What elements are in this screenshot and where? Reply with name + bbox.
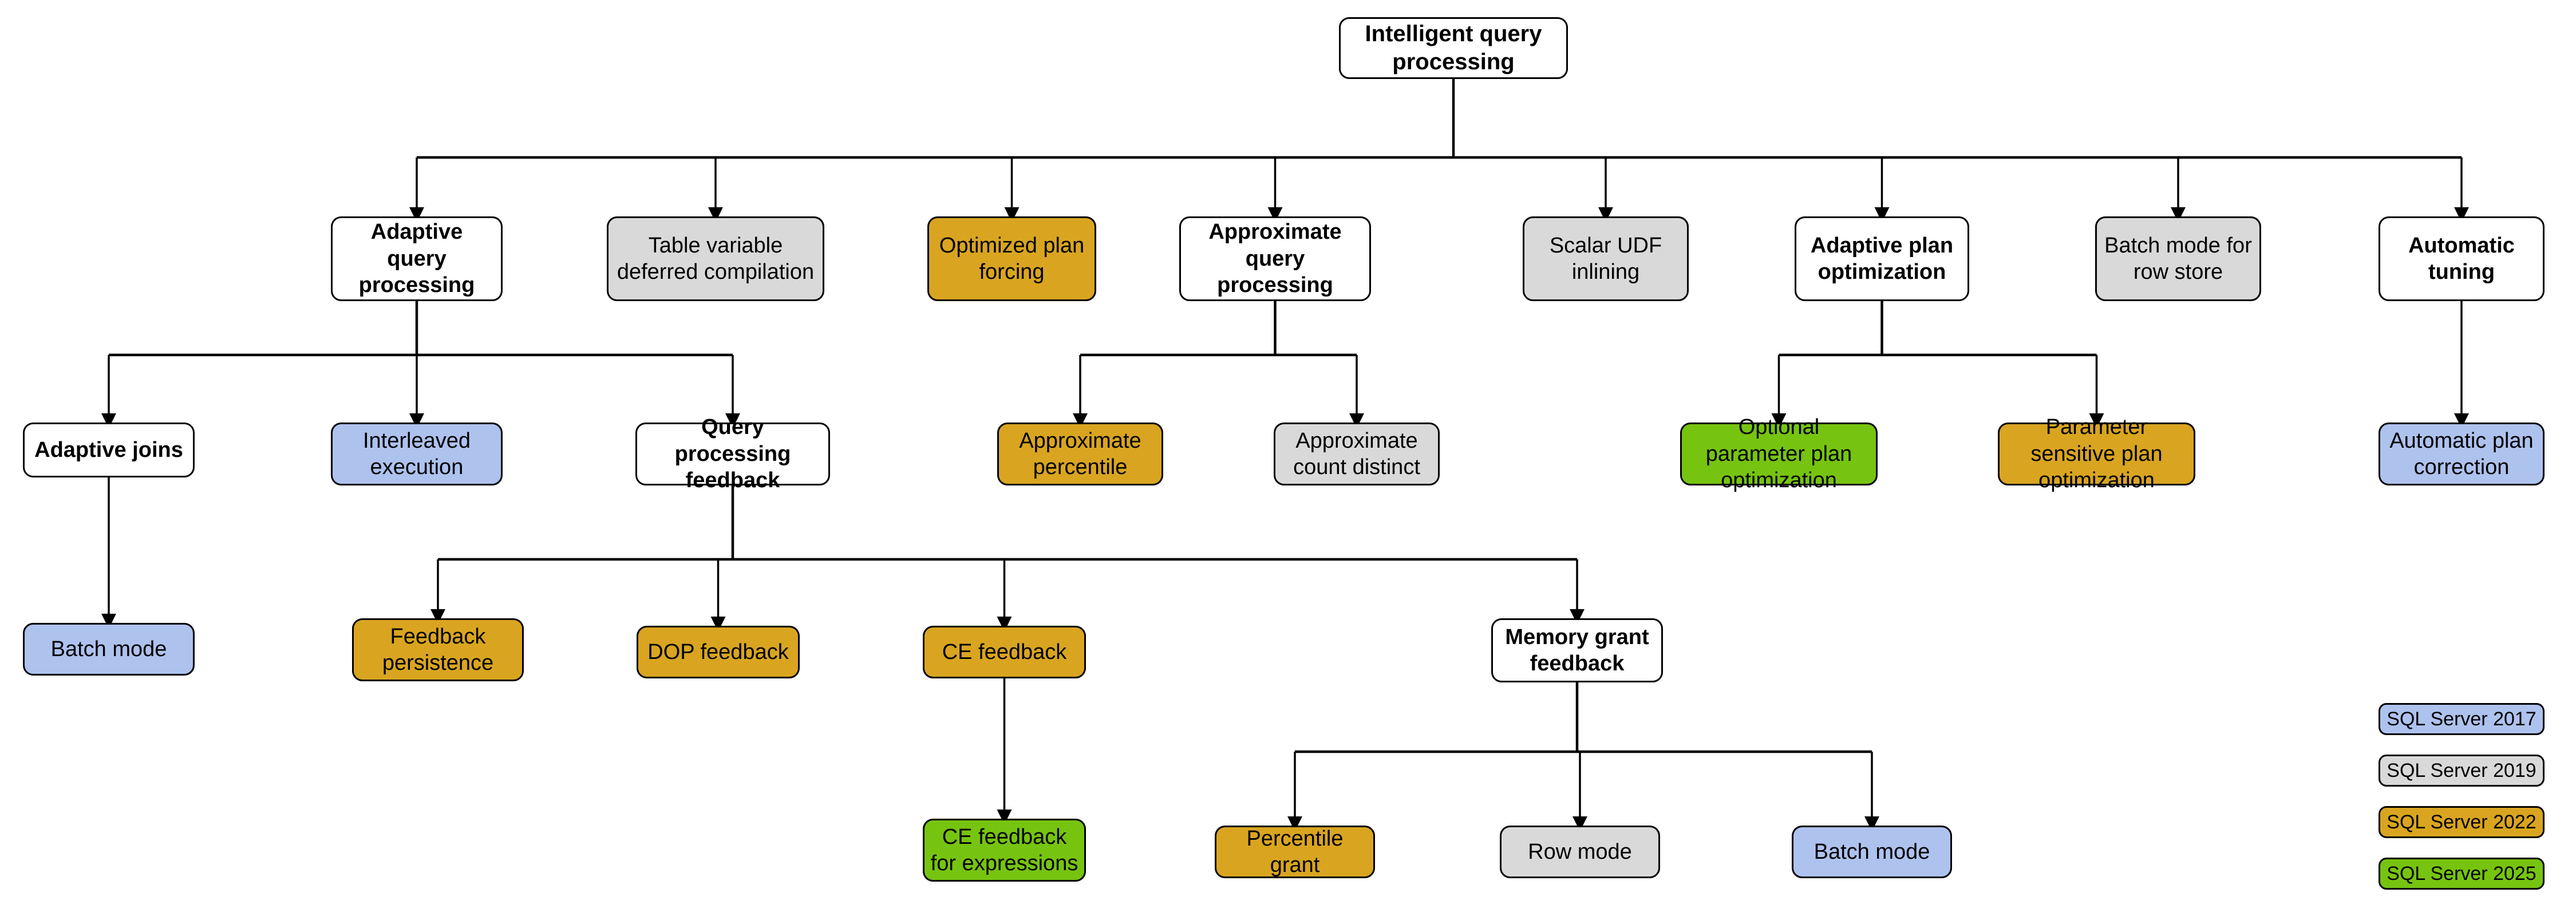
node-pctgrant[interactable]: Percentile grant (1215, 826, 1375, 878)
node-appct[interactable]: Approximate percentile (997, 423, 1163, 485)
node-root[interactable]: Intelligent query processing (1339, 17, 1568, 79)
legend-2025: SQL Server 2025 (2379, 858, 2545, 890)
node-oppo[interactable]: Optional parameter plan optimization (1680, 415, 1878, 492)
node-fbpersist[interactable]: Feedback persistence (352, 618, 524, 681)
node-bmrs[interactable]: Batch mode for row store (2095, 216, 2261, 301)
node-autotune[interactable]: Automatic tuning (2379, 216, 2545, 301)
node-qpf[interactable]: Query processing feedback (635, 415, 830, 492)
node-cefbexpr[interactable]: CE feedback for expressions (923, 819, 1086, 882)
node-pspo[interactable]: Parameter sensitive plan optimization (1998, 415, 2195, 492)
node-apo[interactable]: Adaptive plan optimization (1795, 216, 1969, 301)
node-dopfb[interactable]: DOP feedback (637, 626, 800, 678)
legend-2017: SQL Server 2017 (2379, 703, 2545, 735)
node-rowmode[interactable]: Row mode (1500, 826, 1660, 878)
legend-2019: SQL Server 2019 (2379, 755, 2545, 787)
node-opf[interactable]: Optimized plan forcing (927, 216, 1096, 301)
node-aqp[interactable]: Adaptive query processing (331, 216, 503, 301)
node-tvdc[interactable]: Table variable deferred compilation (607, 216, 824, 301)
node-mgf[interactable]: Memory grant feedback (1491, 618, 1663, 682)
legend-2022: SQL Server 2022 (2379, 806, 2545, 838)
node-ilexec[interactable]: Interleaved execution (331, 423, 503, 485)
node-ajoins[interactable]: Adaptive joins (23, 423, 195, 477)
node-batchmode1[interactable]: Batch mode (23, 623, 195, 676)
node-cefb[interactable]: CE feedback (923, 626, 1086, 678)
node-udf[interactable]: Scalar UDF inlining (1523, 216, 1689, 301)
node-apq[interactable]: Approximate query processing (1179, 216, 1371, 301)
node-appcd[interactable]: Approximate count distinct (1274, 423, 1440, 485)
node-batchmode2[interactable]: Batch mode (1792, 826, 1952, 878)
node-apc[interactable]: Automatic plan correction (2379, 423, 2545, 485)
